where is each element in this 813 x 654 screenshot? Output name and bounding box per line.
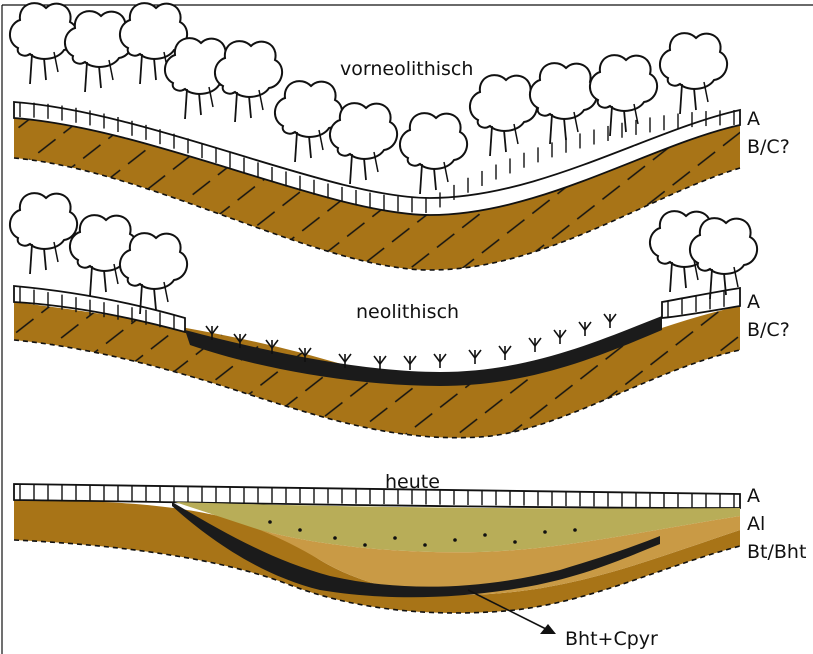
panel-heute: heute A Al Bt/Bht Bht+Cpyr	[14, 471, 806, 650]
horizon-label-a: A	[747, 108, 760, 130]
panel-title-neolithisch: neolithisch	[356, 301, 459, 323]
callout-label: Bht+Cpyr	[565, 628, 658, 650]
horizon-label-a: A	[747, 291, 760, 313]
panel-title-vorneolithisch: vorneolithisch	[340, 58, 473, 80]
horizon-label-al: Al	[747, 513, 765, 535]
horizon-label-bc: B/C?	[747, 136, 790, 158]
panel-title-heute: heute	[385, 471, 440, 493]
horizon-label-bc: B/C?	[747, 319, 790, 341]
horizon-label-a: A	[747, 485, 760, 507]
horizon-label-bt-bht: Bt/Bht	[747, 541, 806, 563]
